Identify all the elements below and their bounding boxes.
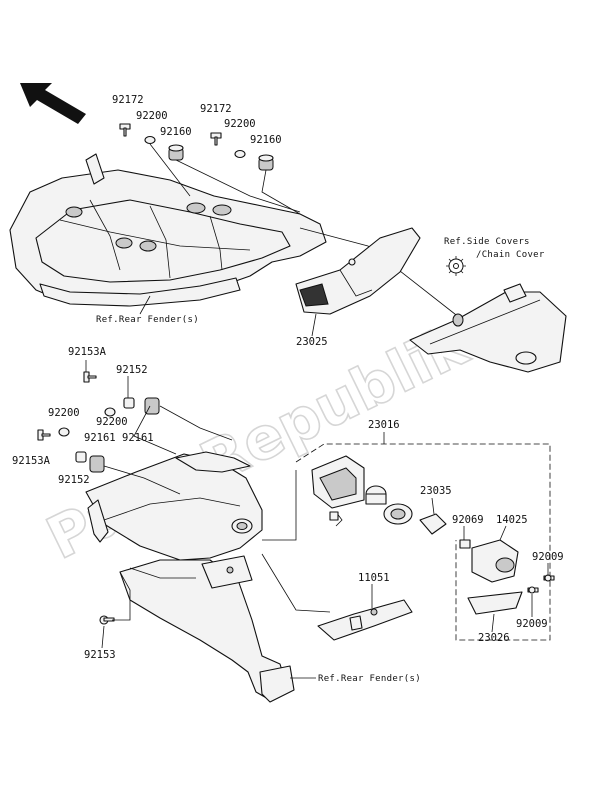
washer-92200-lower-right: [104, 407, 116, 417]
grommet-side: [452, 313, 464, 327]
label-92160-left: 92160: [160, 126, 192, 138]
rear-fender-bracket: [85, 451, 263, 561]
washer-92200-lower-left: [58, 427, 70, 437]
screw-92009-upper: [543, 574, 555, 582]
grommet-92160-right: [258, 154, 274, 171]
grommet-92161-lower: [89, 455, 105, 473]
gear-icon: [446, 256, 466, 276]
label-92153A-upper: 92153A: [68, 346, 107, 358]
grommet-92160-left: [168, 144, 184, 161]
label-92153: 92153: [84, 649, 116, 661]
bolt-92172-left: [119, 123, 131, 137]
label-92009-upper: 92009: [532, 551, 564, 563]
label-23035: 23035: [420, 485, 452, 497]
bulb-socket: [365, 485, 387, 505]
bolt-92172-right: [210, 132, 222, 146]
bracket-clip: [419, 513, 447, 535]
label-92200-right: 92200: [224, 118, 256, 130]
label-14025: 14025: [496, 514, 528, 526]
socket-ring-23035: [383, 503, 413, 525]
label-92200-left: 92200: [136, 110, 168, 122]
label-23025: 23025: [296, 336, 328, 348]
label-92069: 92069: [452, 514, 484, 526]
label-92152-lower: 92152: [58, 474, 90, 486]
ref-rear-fender-top: Ref.Rear Fender(s): [96, 315, 199, 325]
bolt-92153A-lower: [37, 429, 51, 441]
label-92200-lower-left: 92200: [48, 407, 80, 419]
ref-side-covers-line1: Ref.Side Covers: [444, 237, 530, 247]
washer-92200-right: [234, 149, 246, 159]
bolt-92153A-upper: [83, 371, 97, 383]
bolt-92153: [99, 615, 115, 625]
front-direction-arrow-icon: [20, 83, 86, 124]
label-23016: 23016: [368, 419, 400, 431]
label-92160-right: 92160: [250, 134, 282, 146]
lens-14025: [471, 539, 519, 583]
label-92152-upper: 92152: [116, 364, 148, 376]
label-11051: 11051: [358, 572, 390, 584]
washer-92200-left: [144, 135, 156, 145]
ref-side-covers-line2: /Chain Cover: [476, 250, 545, 260]
label-92200-lower-right: 92200: [96, 416, 128, 428]
side-cover-ref: [409, 283, 567, 373]
taillight-housing-23016: [311, 455, 365, 527]
label-92172-left: 92172: [112, 94, 144, 106]
ref-rear-fender-bottom: Ref.Rear Fender(s): [318, 674, 421, 684]
license-bracket-11051: [317, 599, 413, 641]
label-92172-right: 92172: [200, 103, 232, 115]
label-23026: 23026: [478, 632, 510, 644]
license-plate-stay: [119, 555, 295, 703]
screw-92069: [459, 539, 471, 549]
grommet-92161-upper: [144, 397, 160, 415]
collar-92152-upper: [123, 397, 135, 409]
rear-frame: [9, 153, 327, 307]
label-92153A-lower: 92153A: [12, 455, 51, 467]
label-92161-upper: 92161: [122, 432, 154, 444]
collar-92152-lower: [75, 451, 87, 463]
tail-cover-23025: [295, 227, 421, 315]
label-92161-lower: 92161: [84, 432, 116, 444]
reflector-23026: [467, 591, 523, 615]
label-92009-lower: 92009: [516, 618, 548, 630]
screw-92009-lower: [527, 586, 539, 594]
